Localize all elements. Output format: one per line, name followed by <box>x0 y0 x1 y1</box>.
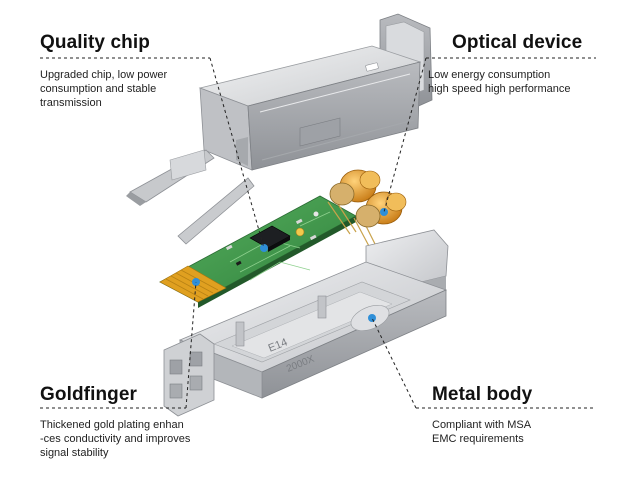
quality-chip-title: Quality chip <box>40 32 150 53</box>
marker-chip <box>260 244 268 252</box>
leader-metal-diagonal <box>371 317 417 409</box>
quality-chip-line-3: transmission <box>40 97 102 109</box>
quality-chip-description: Upgraded chip, low power consumption and… <box>40 68 167 110</box>
goldfinger-line-1: Thickened gold plating enhan <box>40 419 184 431</box>
leader-optical-diagonal <box>383 57 427 213</box>
quality-chip-line-1: Upgraded chip, low power <box>40 69 168 81</box>
pcb-board <box>159 195 357 308</box>
optical-device-title: Optical device <box>452 32 583 53</box>
optical-device-line-2: high speed high performance <box>428 83 571 95</box>
goldfinger-description: Thickened gold plating enhan -ces conduc… <box>40 418 190 460</box>
quality-chip-line-2: consumption and stable <box>40 83 157 95</box>
optical-device-description: Low energy consumption high speed high p… <box>428 68 570 96</box>
top-metal-cover <box>126 13 433 245</box>
marker-optical <box>380 208 388 216</box>
optical-device-line-1: Low energy consumption <box>428 69 551 81</box>
leader-quality-chip-diagonal <box>209 57 265 249</box>
leader-lines <box>40 57 596 409</box>
metal-body-line-2: EMC requirements <box>432 433 524 445</box>
metal-body-title: Metal body <box>432 384 533 405</box>
marker-metal-body <box>368 314 376 322</box>
goldfinger-line-2: -ces conductivity and improves <box>40 433 191 445</box>
metal-body-line-1: Compliant with MSA <box>432 419 532 431</box>
metal-body-description: Compliant with MSA EMC requirements <box>432 418 531 446</box>
bottom-metal-body: E14 2000X <box>163 229 449 417</box>
goldfinger-title: Goldfinger <box>40 384 138 405</box>
goldfinger-line-3: signal stability <box>40 447 109 459</box>
